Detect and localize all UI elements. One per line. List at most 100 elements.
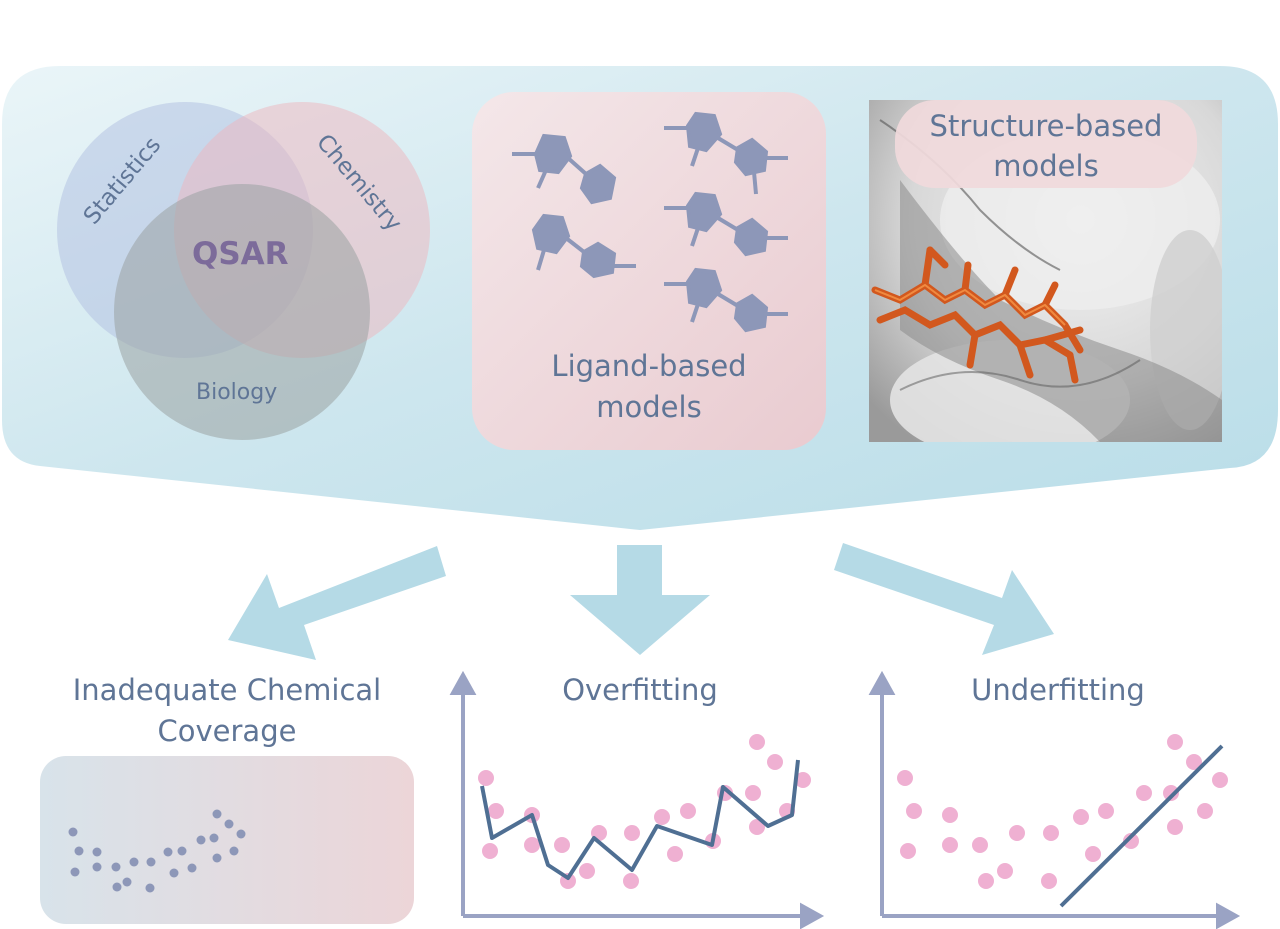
overfit-point	[524, 837, 540, 853]
coverage-point	[92, 847, 102, 857]
coverage-point	[74, 846, 84, 856]
arrows	[228, 543, 1054, 660]
coverage-point	[163, 847, 173, 857]
coverage-point	[224, 819, 234, 829]
biology-label: Biology	[196, 380, 278, 405]
protein-surface-image	[869, 100, 1222, 442]
underfit-point	[906, 803, 922, 819]
underfit-point	[1041, 873, 1057, 889]
structure-based-label: Structure-based models	[895, 106, 1197, 186]
underfit-point	[942, 837, 958, 853]
underfitting-title: Underfitting	[971, 673, 1145, 707]
underfit-point	[942, 807, 958, 823]
underfitting-plot	[868, 670, 1241, 929]
underfit-point	[1197, 803, 1213, 819]
overfit-y-axis-arrowhead	[449, 670, 477, 695]
coverage-point	[212, 809, 222, 819]
underfit-point	[1163, 785, 1179, 801]
underfit-point	[1009, 825, 1025, 841]
underfit-point	[1186, 754, 1202, 770]
overfitting-title: Overfitting	[562, 673, 718, 707]
underfit-point	[997, 863, 1013, 879]
underfit-point	[978, 873, 994, 889]
coverage-point	[177, 846, 187, 856]
coverage-point	[187, 863, 197, 873]
overfit-point	[654, 809, 670, 825]
coverage-point	[196, 835, 206, 845]
underfit-point	[1136, 785, 1152, 801]
underfit-y-axis-arrowhead	[868, 670, 896, 695]
coverage-point	[229, 846, 239, 856]
coverage-points	[68, 809, 246, 893]
arrow-left	[228, 546, 446, 660]
ligand-based-line2: models	[596, 390, 702, 424]
overfit-point	[482, 843, 498, 859]
underfit-x-axis-arrowhead	[1216, 902, 1241, 929]
coverage-title-line1: Inadequate Chemical	[72, 673, 382, 707]
overfit-point	[623, 873, 639, 889]
coverage-point	[212, 853, 222, 863]
qsar-label: QSAR	[192, 236, 289, 272]
overfit-point	[624, 825, 640, 841]
molecule-icon	[512, 133, 617, 205]
overfit-point	[749, 819, 765, 835]
overfit-point	[767, 754, 783, 770]
arrow-down	[570, 545, 710, 655]
overfit-point	[478, 770, 494, 786]
overfit-point	[579, 863, 595, 879]
coverage-point	[68, 827, 78, 837]
overfit-curve	[480, 759, 800, 880]
overfit-point	[795, 772, 811, 788]
venn-diagram	[57, 102, 430, 440]
overfit-point	[680, 803, 696, 819]
arrow-right	[834, 543, 1054, 655]
biology-circle	[114, 184, 370, 440]
molecule-icon	[531, 213, 636, 279]
overfit-point	[667, 846, 683, 862]
molecule-icon	[664, 111, 788, 195]
underfit-point	[900, 843, 916, 859]
coverage-point	[122, 877, 132, 887]
underfit-point	[1043, 825, 1059, 841]
structure-label-box	[895, 100, 1197, 188]
ligand-highlight	[874, 283, 1066, 326]
overfit-point	[745, 785, 761, 801]
underfit-point	[1167, 734, 1183, 750]
underfit-point	[1123, 833, 1139, 849]
coverage-box	[40, 756, 414, 924]
ligand-based-panel	[472, 92, 826, 450]
underfit-point	[1098, 803, 1114, 819]
molecule-icons	[512, 111, 788, 333]
coverage-point	[209, 833, 219, 843]
coverage-point	[111, 862, 121, 872]
molecule-icon	[664, 267, 788, 333]
overfit-point	[554, 837, 570, 853]
overfit-point	[749, 734, 765, 750]
coverage-point	[145, 883, 155, 893]
underfit-point	[972, 837, 988, 853]
underfit-point	[897, 770, 913, 786]
coverage-point	[236, 829, 246, 839]
underfit-point	[1073, 809, 1089, 825]
underfit-line	[1059, 744, 1224, 908]
coverage-title: Inadequate Chemical Coverage	[40, 670, 414, 752]
coverage-title-line2: Coverage	[157, 714, 297, 748]
structure-based-line1: Structure-based	[929, 109, 1163, 143]
overfit-x-axis-arrowhead	[800, 902, 825, 929]
coverage-point	[146, 857, 156, 867]
ligand-based-label: Ligand-based models	[472, 346, 826, 428]
underfit-point	[1085, 846, 1101, 862]
overfit-point	[488, 803, 504, 819]
coverage-point	[112, 882, 122, 892]
underfit-point	[1167, 819, 1183, 835]
coverage-point	[129, 857, 139, 867]
molecule-icon	[664, 191, 788, 257]
coverage-point	[92, 862, 102, 872]
underfit-point	[1212, 772, 1228, 788]
coverage-point	[70, 867, 80, 877]
ligand-based-line1: Ligand-based	[551, 349, 747, 383]
coverage-point	[169, 868, 179, 878]
structure-based-line2: models	[993, 149, 1099, 183]
overfitting-plot	[449, 670, 825, 929]
